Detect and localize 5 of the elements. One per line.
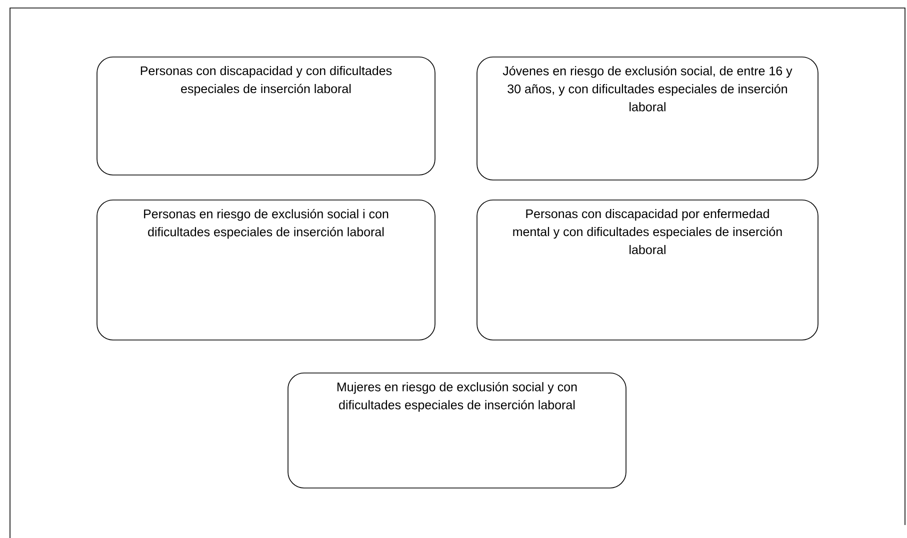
text-box: Jóvenes en riesgo de exclusión social, de entre 16 y 30 años, y con dificultades especiales de inserción laboral — [476, 56, 818, 180]
text-box: Personas con discapacidad y con dificultades especiales de inserción laboral — [96, 56, 436, 176]
text-box: Mujeres en riesgo de exclusión social y con dificultades especiales de inserción laboral — [288, 372, 626, 488]
text-box: Personas en riesgo de exclusión social i con dificultades especiales de inserción laboral — [96, 200, 436, 340]
text-box: Personas con discapacidad por enfermedad mental y con dificultades especiales de inserción laboral — [476, 200, 818, 340]
